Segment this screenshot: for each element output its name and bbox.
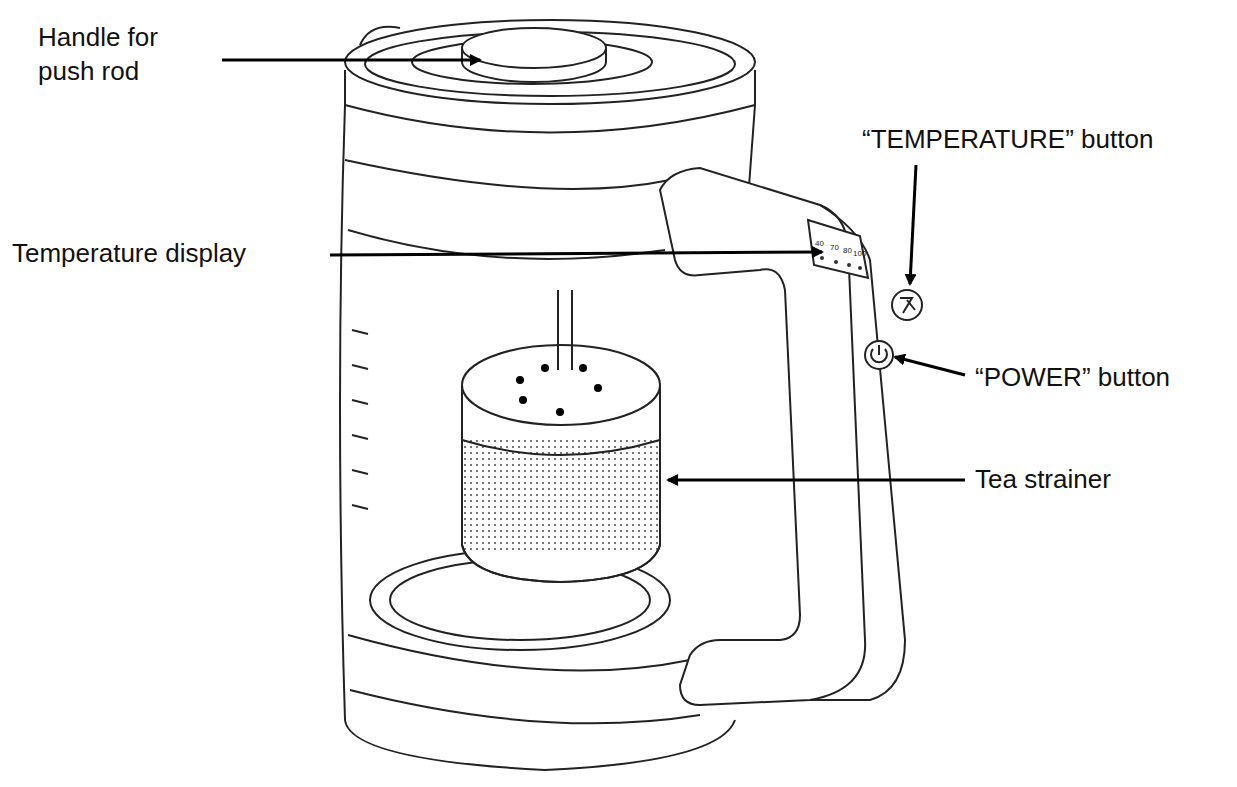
temperature-mark: 40	[815, 240, 824, 248]
part-label: “POWER” button	[975, 360, 1170, 394]
leader-arrows	[222, 60, 965, 480]
part-label: Temperature display	[12, 236, 246, 270]
control-buttons	[865, 290, 922, 369]
part-label: “TEMPERATURE” button	[862, 122, 1153, 156]
temperature-mark: 70	[830, 244, 839, 252]
part-label: Tea strainer	[975, 462, 1111, 496]
part-label: Handle for push rod	[38, 20, 208, 89]
kettle-body	[340, 20, 905, 770]
strainer-holes	[516, 364, 602, 416]
indicator-dots	[820, 256, 862, 270]
temperature-mark: 80	[843, 247, 852, 255]
temperature-mark: 100	[853, 250, 866, 258]
